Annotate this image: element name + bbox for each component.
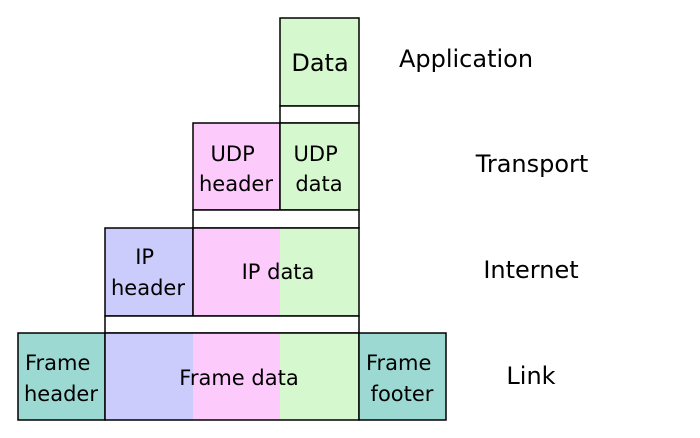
internet-gap xyxy=(104,315,360,334)
frame-footer-label: Frame footer xyxy=(366,351,438,406)
transport-gap xyxy=(192,209,360,229)
layer-label-link: Link xyxy=(506,362,555,390)
ip-header-label: IP header xyxy=(111,245,185,300)
udp-data-block xyxy=(279,122,360,211)
layer-label-internet: Internet xyxy=(483,256,578,284)
udp-data-label: UDP data xyxy=(294,142,345,196)
udp-header-label: UDP header xyxy=(199,142,273,196)
frame-footer-block xyxy=(358,332,447,421)
layer-label-application: Application xyxy=(399,45,533,73)
ip-header-block xyxy=(104,227,194,317)
frame-header-block xyxy=(17,332,106,421)
layer-label-transport: Transport xyxy=(475,150,589,178)
ip-data-label: IP data xyxy=(242,260,315,284)
udp-header-block xyxy=(192,122,281,211)
frame-data-block xyxy=(104,332,360,421)
frame-data-label: Frame data xyxy=(179,366,298,390)
ip-data-block xyxy=(192,227,360,317)
frame-header-label: Frame header xyxy=(24,351,98,406)
data-block xyxy=(279,17,360,107)
application-gap xyxy=(279,105,360,124)
data-label: Data xyxy=(291,49,348,77)
